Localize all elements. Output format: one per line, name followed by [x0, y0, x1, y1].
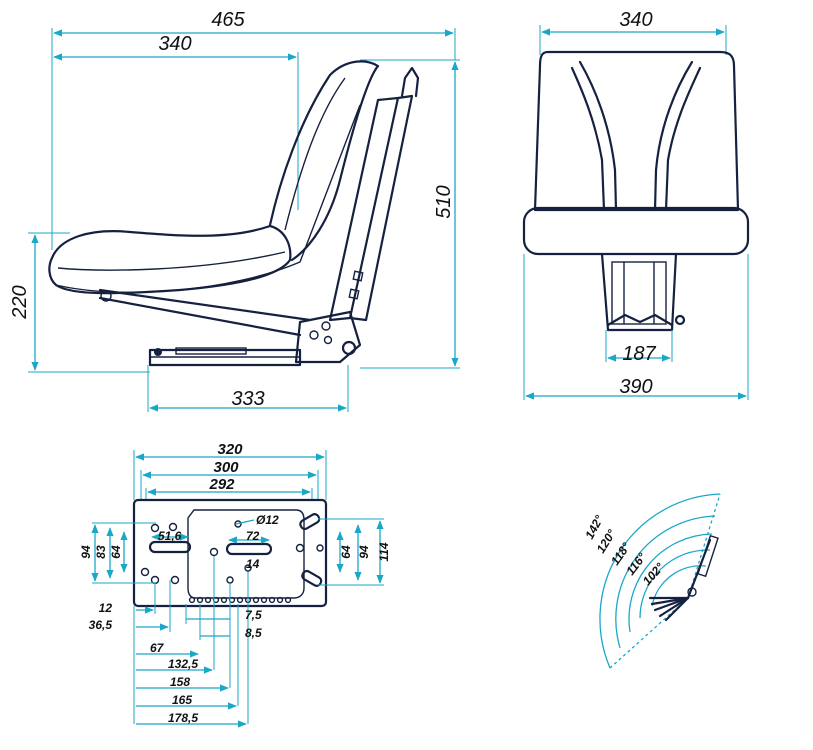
- backrest-positions: [648, 534, 719, 622]
- dim-51-6-label: 51,6: [158, 529, 182, 543]
- dim-510-label: 510: [433, 185, 455, 218]
- left-64-label: 64: [109, 545, 123, 559]
- dim-36-5-label: 36,5: [89, 618, 113, 632]
- dim-phi12-label: Ø12: [256, 513, 279, 527]
- base-plate-view: 320 300 292: [79, 441, 391, 728]
- dim-12-label: 12: [99, 601, 113, 615]
- dim-220-label: 220: [9, 285, 31, 319]
- dim-187-label: 187: [622, 343, 656, 365]
- dim-132-5-label: 132,5: [168, 657, 198, 671]
- dim-158-label: 158: [170, 675, 190, 689]
- dim-72-label: 72: [246, 529, 260, 543]
- front-view: 340 187 390: [522, 9, 750, 400]
- right-94-label: 94: [357, 545, 371, 559]
- dim-292-label: 292: [208, 476, 235, 493]
- dim-340-front-label: 340: [619, 9, 652, 31]
- seat-side-drawing: [48, 60, 420, 367]
- dim-333-label: 333: [231, 388, 264, 410]
- dim-14-label: 14: [246, 557, 260, 571]
- side-view: 465 340 510 220 333: [9, 9, 460, 412]
- dim-178-5-label: 178,5: [168, 711, 198, 725]
- dim-390-label: 390: [619, 376, 652, 398]
- dim-165-label: 165: [172, 693, 192, 707]
- dim-340-side-label: 340: [158, 33, 191, 55]
- right-64-label: 64: [339, 545, 353, 559]
- left-83-label: 83: [94, 545, 108, 559]
- dim-67-label: 67: [150, 641, 165, 655]
- backrest-front: [533, 50, 740, 212]
- right-114-label: 114: [377, 542, 391, 561]
- recline-angle-diagram: 142° 120° 118° 116° 102°: [582, 493, 721, 669]
- cushion-front: [522, 206, 750, 256]
- dim-320-label: 320: [217, 441, 243, 458]
- dim-7-5-label: 7,5: [245, 608, 262, 622]
- dim-465-label: 465: [211, 9, 245, 31]
- left-94-label: 94: [79, 545, 93, 559]
- dim-300-label: 300: [213, 459, 239, 476]
- dim-8-5-label: 8,5: [245, 626, 262, 640]
